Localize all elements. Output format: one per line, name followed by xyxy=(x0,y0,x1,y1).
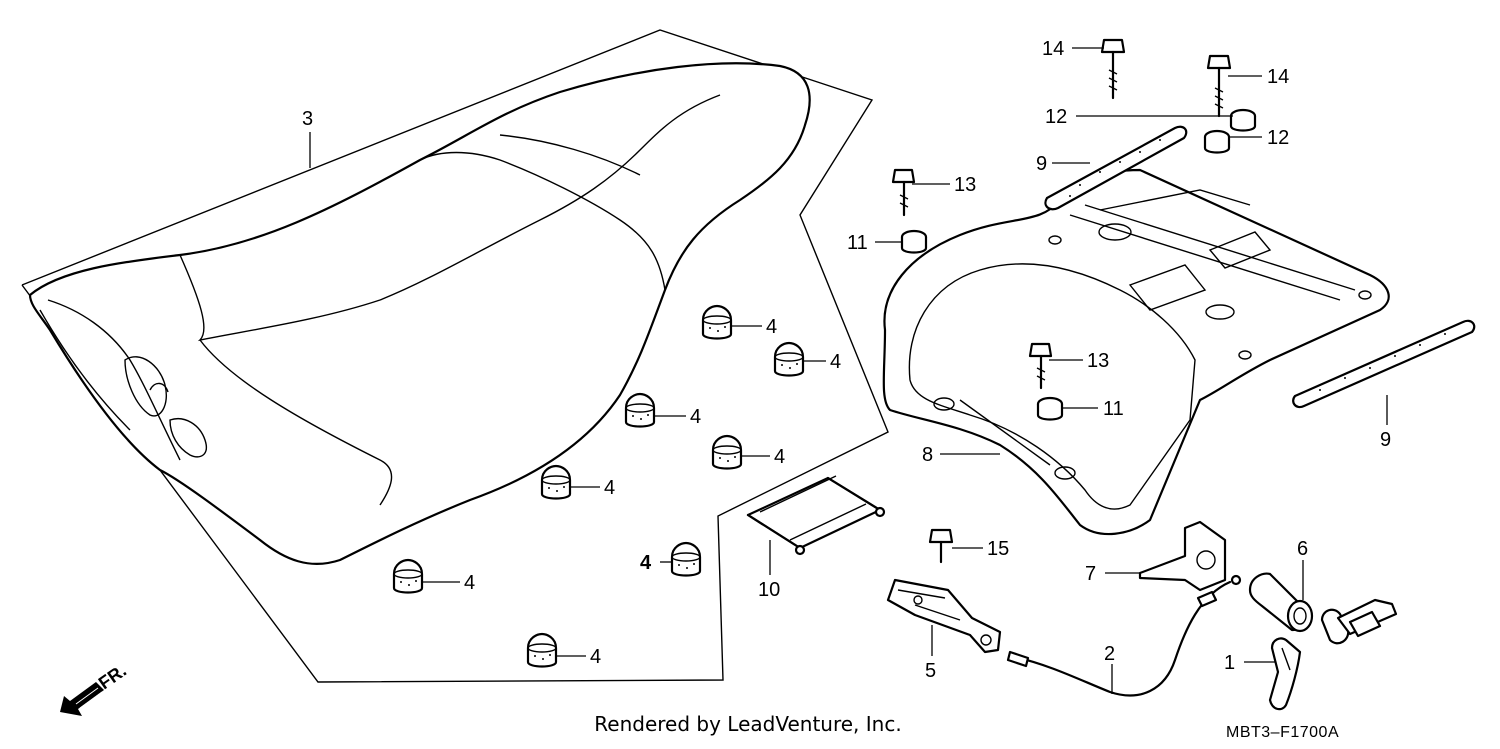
callout-4-f: 4 xyxy=(640,552,652,574)
leader-lines xyxy=(309,47,1388,694)
callout-3: 3 xyxy=(302,108,313,130)
cushion-5[interactable] xyxy=(540,464,572,500)
callout-4-d: 4 xyxy=(774,446,785,468)
callout-4-e: 4 xyxy=(604,477,615,499)
bolt-14-right[interactable] xyxy=(1206,54,1232,118)
collar-11-lower[interactable] xyxy=(1036,396,1064,421)
seat[interactable] xyxy=(28,62,811,565)
callout-6: 6 xyxy=(1297,538,1308,560)
cushion-1[interactable] xyxy=(701,304,733,340)
collar-11-upper[interactable] xyxy=(900,229,928,254)
callout-13-lower: 13 xyxy=(1087,350,1109,372)
rail-pad-lower[interactable] xyxy=(1292,319,1476,409)
callout-14-left: 14 xyxy=(1042,38,1064,60)
callout-5: 5 xyxy=(925,660,936,682)
cushion-8[interactable] xyxy=(526,632,558,668)
lock-clip[interactable] xyxy=(1268,637,1302,711)
callout-1: 1 xyxy=(1224,652,1235,674)
cushion-3[interactable] xyxy=(624,392,656,428)
cushion-4[interactable] xyxy=(711,434,743,470)
callout-10: 10 xyxy=(758,579,780,601)
key[interactable] xyxy=(1320,598,1398,645)
callout-14-right: 14 xyxy=(1267,66,1289,88)
callout-7: 7 xyxy=(1085,563,1096,585)
cushion-6[interactable] xyxy=(670,541,702,577)
callout-15: 15 xyxy=(987,538,1009,560)
front-arrow-icon xyxy=(60,682,104,716)
bolt-15[interactable] xyxy=(928,528,954,564)
seat-hinge[interactable] xyxy=(746,475,886,556)
bolt-13-upper[interactable] xyxy=(891,168,916,217)
callout-11-upper: 11 xyxy=(847,232,868,254)
callout-9-lower: 9 xyxy=(1380,429,1391,451)
rear-carrier[interactable] xyxy=(882,168,1390,536)
callout-4-h: 4 xyxy=(590,646,601,668)
callout-labels: 3 14 14 12 12 9 9 13 13 11 11 8 4 4 4 4 … xyxy=(302,38,1391,682)
callout-2: 2 xyxy=(1104,643,1115,665)
collar-12-left[interactable] xyxy=(1229,108,1257,132)
cushion-2[interactable] xyxy=(773,341,805,377)
diagram-code: MBT3–F1700A xyxy=(1226,724,1340,741)
callout-11-lower: 11 xyxy=(1103,398,1124,420)
callout-12-right: 12 xyxy=(1267,127,1289,149)
callout-9-upper: 9 xyxy=(1036,153,1047,175)
bolt-13-lower[interactable] xyxy=(1028,342,1053,390)
seat-assembly-outline xyxy=(21,29,889,683)
footer-credit: Rendered by LeadVenture, Inc. xyxy=(594,712,902,736)
callout-13-upper: 13 xyxy=(954,174,976,196)
rail-pad-upper[interactable] xyxy=(1044,125,1188,211)
cushion-7[interactable] xyxy=(392,558,424,594)
seat-lock[interactable] xyxy=(1248,572,1314,633)
bolt-14-left[interactable] xyxy=(1100,38,1126,100)
seat-lock-cable[interactable] xyxy=(1006,574,1242,697)
callout-4-b: 4 xyxy=(830,351,841,373)
lock-stay[interactable] xyxy=(1138,520,1227,592)
callout-8: 8 xyxy=(922,444,933,466)
callout-12-left: 12 xyxy=(1045,106,1067,128)
collar-12-right[interactable] xyxy=(1203,129,1231,154)
callout-4-c: 4 xyxy=(690,406,701,428)
callout-4-g: 4 xyxy=(464,572,475,594)
front-direction-indicator: FR. xyxy=(60,660,130,716)
seat-catch[interactable] xyxy=(886,578,1002,654)
callout-4-a: 4 xyxy=(766,316,777,338)
